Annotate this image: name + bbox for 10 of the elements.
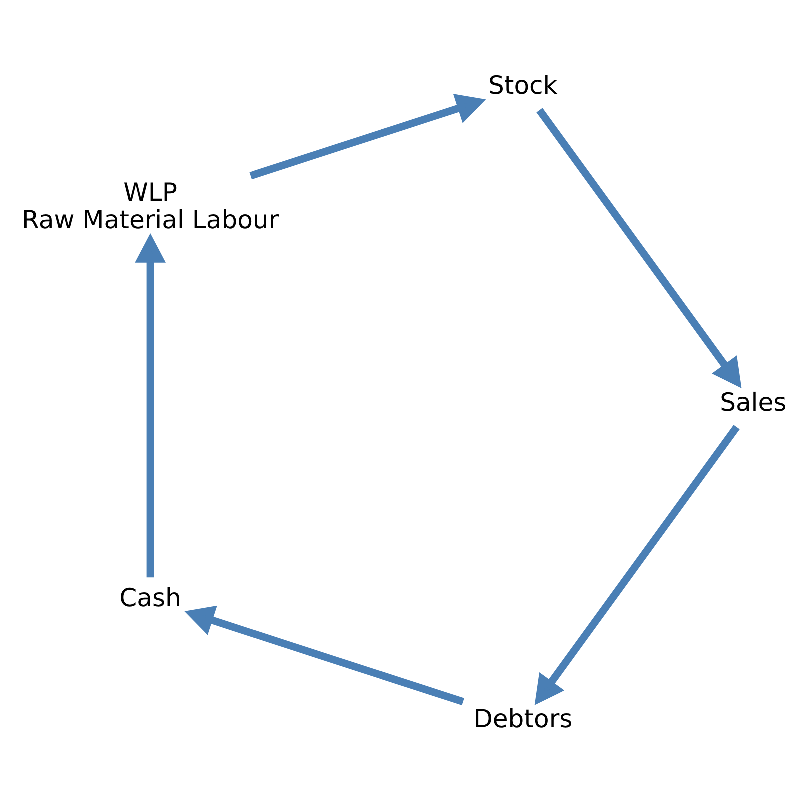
- node-text: Debtors: [474, 704, 573, 734]
- node-text: Sales: [720, 388, 787, 417]
- node-text: Stock: [488, 70, 558, 100]
- arrow: [135, 233, 166, 578]
- arrow: [184, 606, 464, 706]
- arrow: [536, 108, 742, 388]
- arrow: [250, 94, 486, 180]
- node-text: Cash: [120, 584, 182, 613]
- arrow: [534, 425, 740, 706]
- node-text: WLP Raw Material Labour: [22, 178, 280, 235]
